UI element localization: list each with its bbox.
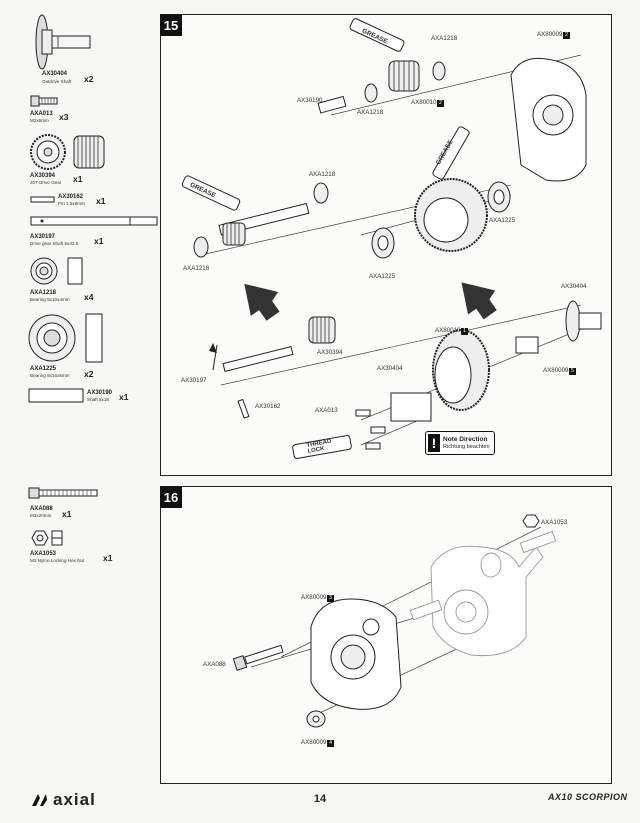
part-qty: x1 bbox=[96, 196, 106, 206]
shaft-icon bbox=[28, 388, 84, 403]
part-code: AX30162 bbox=[58, 194, 84, 200]
part-code: AXA1225 bbox=[30, 366, 57, 372]
part-desc: Drive gear Shaft 5x43.5 bbox=[30, 241, 79, 246]
part-desc: Shaft 5x18 bbox=[87, 397, 109, 402]
note-subtitle: Richtung beachten bbox=[443, 443, 490, 450]
part-desc: M3x20mm bbox=[30, 513, 52, 518]
part-code: AXA088 bbox=[30, 506, 53, 512]
part-label: AXA1225 bbox=[369, 273, 396, 280]
part-qty: x3 bbox=[59, 112, 69, 122]
part-code: AXA1218 bbox=[30, 290, 57, 296]
part-label: AXA1218 bbox=[309, 171, 336, 178]
brand-name: axial bbox=[53, 790, 96, 809]
part-desc: Pin 1.5x8mm bbox=[58, 201, 85, 206]
part-qty: x1 bbox=[119, 392, 129, 402]
part-desc: 20T Drive Gear bbox=[30, 180, 62, 185]
screw-icon bbox=[30, 95, 58, 107]
part-desc: Outdrive Shaft bbox=[42, 79, 72, 84]
part-label: AX30162 bbox=[255, 403, 281, 410]
part-qty: x2 bbox=[84, 74, 94, 84]
step-15-panel: 15 bbox=[160, 14, 612, 476]
note-direction-callout: ! Note Direction Richtung beachten bbox=[425, 431, 495, 455]
page-number: 14 bbox=[313, 793, 327, 805]
part-qty: x1 bbox=[94, 236, 104, 246]
part-label: AX30190 bbox=[297, 97, 323, 104]
note-title: Note Direction bbox=[443, 435, 488, 443]
exclamation-icon: ! bbox=[428, 434, 440, 452]
part-label: AX30404 bbox=[377, 365, 403, 372]
part-code: AXA013 bbox=[30, 111, 53, 117]
part-label: AXA1218 bbox=[357, 109, 384, 116]
part-qty: x1 bbox=[73, 174, 83, 184]
part-qty: x4 bbox=[84, 292, 94, 302]
part-code: AX30404 bbox=[42, 71, 68, 77]
part-desc: Bearing 8x16x5mm bbox=[30, 373, 70, 378]
hex-nut-icon bbox=[31, 530, 63, 546]
part-desc: M3 Nylon Locking Hex Nut bbox=[30, 558, 85, 563]
part-label: AX30197 bbox=[181, 377, 207, 384]
model-logo: AX10 SCORPION bbox=[548, 792, 628, 802]
axial-logo-mark-icon bbox=[32, 794, 47, 806]
outdrive-shaft-icon bbox=[35, 14, 91, 70]
part-label: AXA1218 bbox=[183, 265, 210, 272]
part-code: AX30394 bbox=[30, 173, 56, 179]
bearing-large-icon bbox=[28, 313, 103, 363]
pin-icon bbox=[30, 196, 55, 203]
step-number: 16 bbox=[160, 486, 182, 508]
part-label: AXA1218 bbox=[431, 35, 458, 42]
part-code: AX30190 bbox=[87, 390, 113, 396]
part-qty: x1 bbox=[62, 509, 72, 519]
drive-gear-icon bbox=[30, 134, 105, 170]
part-qty: x2 bbox=[84, 369, 94, 379]
part-desc: Bearing 5x10x4mm bbox=[30, 297, 70, 302]
step-number: 15 bbox=[160, 14, 182, 36]
drive-gear-shaft-icon bbox=[30, 216, 158, 226]
bearing-small-icon bbox=[30, 257, 83, 285]
step-15-exploded-diagram bbox=[181, 18, 602, 459]
long-screw-icon bbox=[28, 487, 98, 499]
part-code: AXA1053 bbox=[30, 551, 57, 557]
part-label: AXA1053 bbox=[541, 519, 568, 526]
part-label: AX30394 bbox=[317, 349, 343, 356]
part-label: AXA013 bbox=[315, 407, 338, 414]
part-desc: M2x6mm bbox=[30, 118, 49, 123]
step-16-exploded-diagram bbox=[232, 514, 557, 728]
part-label: AXA088 bbox=[203, 661, 226, 668]
axial-logo: axial bbox=[30, 790, 96, 810]
part-label: AXA1225 bbox=[489, 217, 516, 224]
part-label: AX30404 bbox=[561, 283, 587, 290]
part-code: AX30197 bbox=[30, 234, 56, 240]
part-qty: x1 bbox=[103, 553, 113, 563]
